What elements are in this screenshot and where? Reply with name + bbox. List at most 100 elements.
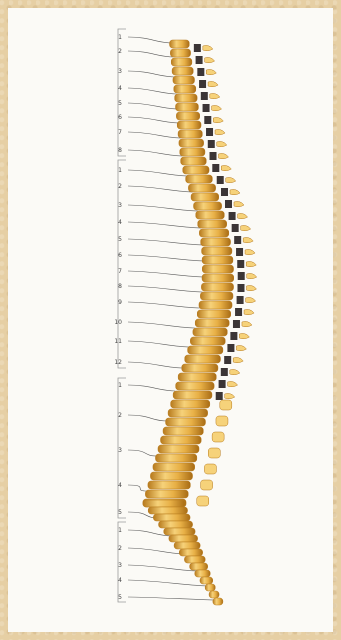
vertebra-label-cervical-3: 3 <box>118 68 122 75</box>
vertebral-body <box>199 229 228 237</box>
vertebral-body <box>201 238 231 246</box>
sacral-segment <box>179 549 202 556</box>
vertebra-label-sacral-4: 4 <box>118 577 122 584</box>
nerve-root-block <box>229 212 236 220</box>
nerve-root-block <box>197 68 204 76</box>
vertebral-body <box>179 139 204 147</box>
vertebra-label-cervical-4: 4 <box>118 85 122 92</box>
vertebral-body <box>148 481 190 489</box>
vertebral-body <box>200 292 233 300</box>
vertebral-body <box>183 166 209 174</box>
vertebra-label-lumbar-1: 1 <box>118 382 122 389</box>
vertebral-body <box>196 211 225 219</box>
nerve-root-block <box>232 224 239 232</box>
vertebral-body <box>163 427 203 435</box>
vertebral-body <box>181 157 207 165</box>
vertebra-label-cervical-1: 1 <box>118 34 122 41</box>
lumbar-process <box>216 416 228 426</box>
vertebral-body <box>188 346 223 354</box>
sacral-segment <box>148 507 187 514</box>
vertebral-body <box>170 40 190 48</box>
vertebral-body <box>202 265 233 273</box>
vertebra-label-cervical-5: 5 <box>118 100 122 107</box>
nerve-root-block <box>208 140 215 148</box>
nerve-root-block <box>221 368 228 376</box>
nerve-root-block <box>224 356 231 364</box>
vertebra-label-sacral-3: 3 <box>118 562 122 569</box>
vertebral-body <box>186 175 213 183</box>
nerve-root-block <box>233 320 240 328</box>
nerve-root-block <box>237 260 244 268</box>
vertebra-label-thoracic-8: 8 <box>118 283 122 290</box>
nerve-root-block <box>237 284 244 292</box>
nerve-root-block <box>230 332 237 340</box>
vertebral-body <box>182 364 218 372</box>
vertebral-body <box>194 202 222 210</box>
lumbar-process <box>212 432 224 442</box>
sacral-segment <box>164 528 195 535</box>
sacral-segment <box>205 584 215 591</box>
nerve-root-block <box>194 44 201 52</box>
vertebra-label-thoracic-5: 5 <box>118 236 122 243</box>
vertebral-body <box>173 391 212 399</box>
vertebral-body <box>168 409 208 417</box>
sacral-segment <box>200 577 213 584</box>
sacral-segment <box>209 591 219 598</box>
vertebral-body <box>193 328 227 336</box>
vertebral-body <box>153 463 195 471</box>
vertebra-label-lumbar-5: 5 <box>118 509 122 516</box>
nerve-root-block <box>206 128 213 136</box>
lumbar-process <box>220 400 232 410</box>
vertebra-label-cervical-2: 2 <box>118 48 122 55</box>
vertebra-label-thoracic-7: 7 <box>118 268 122 275</box>
nerve-root-block <box>212 164 219 172</box>
vertebra-label-lumbar-2: 2 <box>118 412 122 419</box>
sacral-segment <box>195 570 210 577</box>
vertebral-body <box>178 373 216 381</box>
sacral-segment <box>190 563 208 570</box>
vertebral-body <box>158 445 199 453</box>
vertebral-body <box>176 103 199 111</box>
sacral-segment <box>143 500 185 507</box>
vertebra-label-cervical-8: 8 <box>118 147 122 154</box>
nerve-root-block <box>201 92 208 100</box>
vertebral-body <box>202 274 234 282</box>
vertebral-body <box>145 490 188 498</box>
vertebral-body <box>177 121 201 129</box>
vertebral-body <box>175 94 197 102</box>
nerve-root-block <box>225 200 232 208</box>
lumbar-process <box>204 464 216 474</box>
nerve-root-block <box>199 80 206 88</box>
sacral-segment <box>153 514 190 521</box>
vertebral-body <box>172 67 193 75</box>
vertebra-label-sacral-2: 2 <box>118 545 122 552</box>
vertebral-body <box>176 112 199 120</box>
vertebra-label-thoracic-1: 1 <box>118 167 122 174</box>
nerve-root-block <box>204 116 211 124</box>
vertebra-label-thoracic-9: 9 <box>118 299 122 306</box>
vertebra-label-thoracic-6: 6 <box>118 252 122 259</box>
vertebral-body <box>202 256 233 264</box>
vertebra-label-cervical-7: 7 <box>118 129 122 136</box>
vertebra-label-thoracic-11: 11 <box>114 338 122 345</box>
vertebral-body <box>173 76 195 84</box>
vertebra-label-cervical-6: 6 <box>118 114 122 121</box>
vertebral-body <box>190 337 225 345</box>
vertebral-body <box>161 436 202 444</box>
sacral-segment <box>184 556 205 563</box>
sacral-segment <box>213 598 223 605</box>
nerve-root-block <box>237 296 244 304</box>
sacral-segment <box>174 542 200 549</box>
vertebra-label-thoracic-4: 4 <box>118 219 122 226</box>
vertebral-body <box>176 382 214 390</box>
vertebral-body <box>198 220 227 228</box>
nerve-root-block <box>238 272 245 280</box>
nerve-root-block <box>235 308 242 316</box>
vertebra-label-lumbar-4: 4 <box>118 482 122 489</box>
vertebra-label-lumbar-3: 3 <box>118 447 122 454</box>
nerve-root-block <box>203 104 210 112</box>
nerve-root-block <box>219 380 226 388</box>
vertebral-body <box>202 247 232 255</box>
